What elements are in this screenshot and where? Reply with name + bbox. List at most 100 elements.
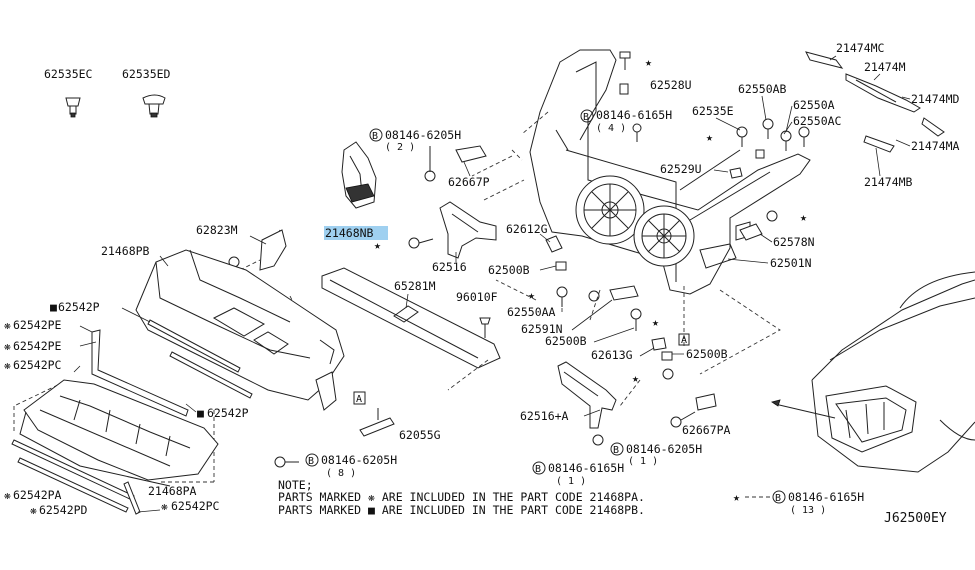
label-62500B-2[interactable]: 62500B <box>545 334 587 348</box>
bracket-62667PA[interactable] <box>695 393 717 411</box>
strip-62055G[interactable] <box>359 408 395 437</box>
duct-21468PA[interactable] <box>19 379 219 487</box>
mark-square-1: ■ <box>50 300 57 314</box>
fasteners-lower-center[interactable] <box>556 285 674 380</box>
air-guide-21468NB[interactable] <box>341 141 377 209</box>
label-62529U[interactable]: 62529U <box>660 162 702 176</box>
mark-ast-3: ❋ <box>4 358 11 372</box>
label-62612G[interactable]: 62612G <box>506 222 548 236</box>
plate-65281M[interactable] <box>321 267 501 369</box>
label-08146-6165H-bot[interactable]: 08146-6165H <box>548 461 624 475</box>
label-21474MD[interactable]: 21474MD <box>911 92 960 106</box>
seal-62542PD[interactable] <box>17 457 129 513</box>
air-guide-21474MC[interactable] <box>805 51 844 69</box>
label-62550AC[interactable]: 62550AC <box>793 114 842 128</box>
label-62667P[interactable]: 62667P <box>448 175 490 189</box>
label-62542P-2[interactable]: 62542P <box>207 406 249 420</box>
label-62535ED[interactable]: 62535ED <box>122 67 171 81</box>
bolt-62528U[interactable] <box>619 51 631 95</box>
label-21468PB[interactable]: 21468PB <box>101 244 150 258</box>
ref-a-left: A <box>356 394 362 405</box>
qty-08146-6165H-bot: ( 1 ) <box>556 476 586 487</box>
label-62535EC[interactable]: 62535EC <box>44 67 93 81</box>
label-62578N[interactable]: 62578N <box>773 235 815 249</box>
label-62501N[interactable]: 62501N <box>770 256 812 270</box>
label-08146-6205H-bot[interactable]: 08146-6205H <box>321 453 397 467</box>
note-title: NOTE; <box>278 478 313 492</box>
label-62550AB[interactable]: 62550AB <box>738 82 787 96</box>
star-mark: ★ <box>645 55 652 69</box>
label-08146-6205H-top[interactable]: 08146-6205H <box>385 128 461 142</box>
label-21474MB[interactable]: 21474MB <box>864 175 913 189</box>
star-mark: ★ <box>632 371 639 385</box>
fasteners-62550[interactable] <box>729 118 810 179</box>
seal-62542P-1[interactable] <box>147 319 241 373</box>
label-62667PA[interactable]: 62667PA <box>682 423 731 437</box>
label-62055G[interactable]: 62055G <box>399 428 441 442</box>
label-62500B-1[interactable]: 62500B <box>488 263 530 277</box>
label-62542PE-2[interactable]: 62542PE <box>13 339 62 353</box>
mark-ast-6: ❋ <box>161 499 168 513</box>
label-62528U[interactable]: 62528U <box>650 78 692 92</box>
label-21468PA[interactable]: 21468PA <box>148 484 197 498</box>
bracket-62612G[interactable] <box>545 235 567 271</box>
label-08146-6165H-top[interactable]: 08146-6165H <box>596 108 672 122</box>
bolt-08146-6205H-mid[interactable] <box>670 411 696 428</box>
legend-star: ★ <box>733 490 740 504</box>
seal-62542P-2[interactable] <box>169 351 253 399</box>
clip-96010F[interactable] <box>479 317 491 338</box>
qty-08146-6165H-legend: ( 13 ) <box>790 505 826 516</box>
bolt-08146-6205H-bot[interactable] <box>274 456 299 468</box>
label-62550AA[interactable]: 62550AA <box>507 305 556 319</box>
bracket-62516[interactable] <box>439 201 497 259</box>
label-21474MC[interactable]: 21474MC <box>836 41 885 55</box>
air-guide-21474MA[interactable] <box>863 135 895 153</box>
label-62542PD[interactable]: 62542PD <box>39 503 88 517</box>
bracket-62516A[interactable] <box>557 361 617 429</box>
label-65281M[interactable]: 65281M <box>394 279 436 293</box>
star-mark: ★ <box>528 288 535 302</box>
clip-62535ED[interactable] <box>142 94 166 118</box>
label-08146-6165H-legend[interactable]: 08146-6165H <box>788 490 864 504</box>
mark-ast-5: ❋ <box>30 503 37 517</box>
label-21474M[interactable]: 21474M <box>864 60 906 74</box>
seal-62542PE[interactable] <box>91 329 189 417</box>
label-62591N[interactable]: 62591N <box>521 322 563 336</box>
label-08146-6205H-mid[interactable]: 08146-6205H <box>626 442 702 456</box>
star-mark: ★ <box>800 210 807 224</box>
bolt-08146-6205H-top[interactable] <box>424 146 436 182</box>
label-62823M[interactable]: 62823M <box>196 223 238 237</box>
label-62516[interactable]: 62516 <box>432 260 467 274</box>
bolt-B-circle-top2: B <box>369 128 383 142</box>
label-21474MA[interactable]: 21474MA <box>911 139 960 153</box>
svg-text:B: B <box>372 131 378 142</box>
qty-08146-6165H-top: ( 4 ) <box>596 123 626 134</box>
diagram-id: J62500EY <box>884 511 947 526</box>
label-21468NB[interactable]: 21468NB <box>325 226 374 240</box>
label-96010F[interactable]: 96010F <box>456 290 498 304</box>
label-62542PA[interactable]: 62542PA <box>13 488 62 502</box>
clip-62535EC[interactable] <box>65 97 81 118</box>
label-62500B-3[interactable]: 62500B <box>686 347 728 361</box>
label-62542P-1[interactable]: 62542P <box>58 300 100 314</box>
label-62550A[interactable]: 62550A <box>793 98 835 112</box>
label-62613G[interactable]: 62613G <box>591 348 633 362</box>
mark-ast-4: ❋ <box>4 488 11 502</box>
label-62535E[interactable]: 62535E <box>692 104 734 118</box>
bolt-62516[interactable] <box>408 237 434 249</box>
air-guide-21474M[interactable] <box>845 73 921 113</box>
bracket-62823M[interactable] <box>228 229 287 271</box>
label-62542PE-1[interactable]: 62542PE <box>13 318 62 332</box>
air-guide-21474MD[interactable] <box>921 117 945 137</box>
label-62542PC-1[interactable]: 62542PC <box>13 358 62 372</box>
duct-21468PB[interactable] <box>135 249 345 411</box>
radiator-core-support[interactable] <box>529 49 811 295</box>
label-62542PC-2[interactable]: 62542PC <box>171 499 220 513</box>
bolt-08146-6165H-bot[interactable] <box>592 434 604 446</box>
svg-text:B: B <box>583 112 589 123</box>
bolt-08146-6165H-top[interactable] <box>632 123 642 142</box>
label-62516A[interactable]: 62516+A <box>520 409 569 423</box>
bolt-B-circle-mid: B <box>610 442 624 456</box>
bracket-62578N[interactable] <box>739 210 778 241</box>
bracket-62667P[interactable] <box>455 145 487 163</box>
